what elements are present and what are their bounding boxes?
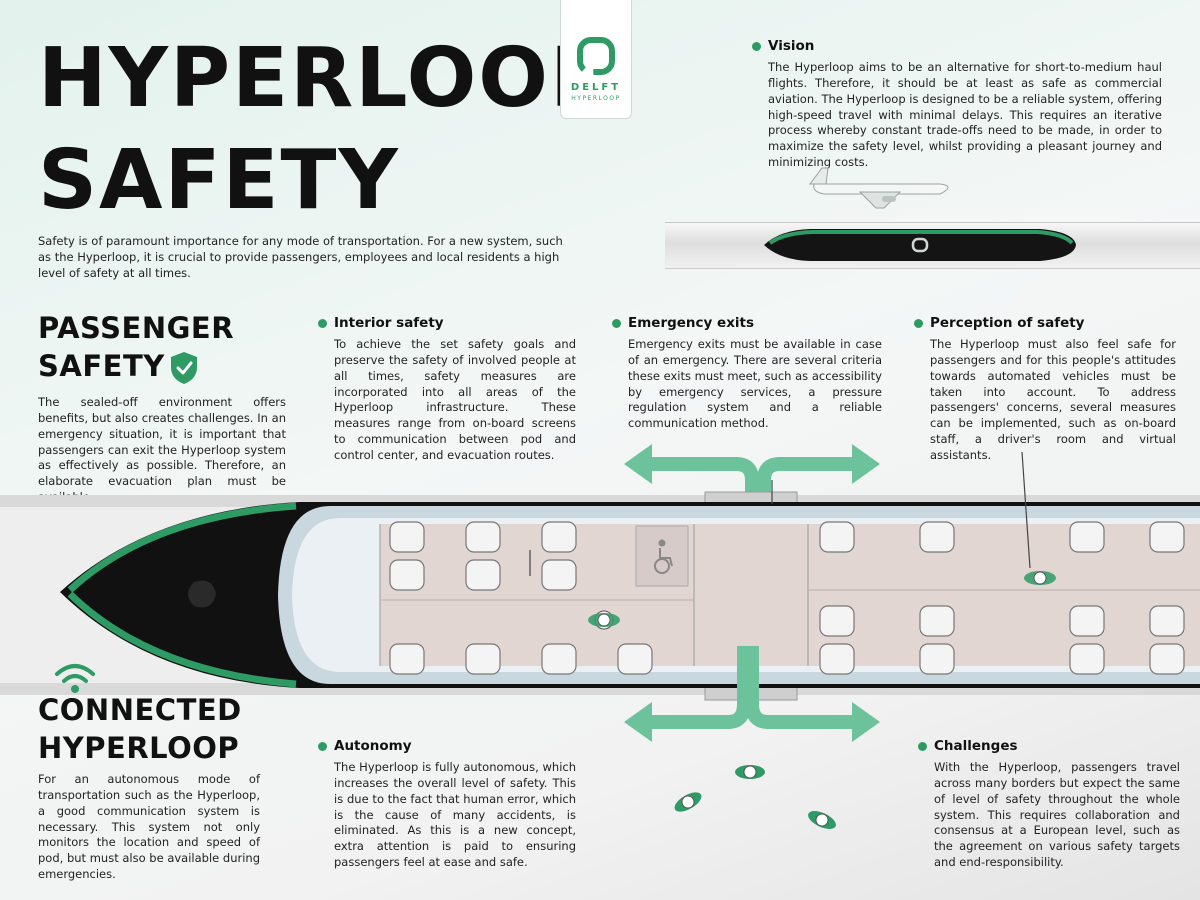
emergency-section: Emergency exits Emergency exits must be …	[612, 315, 882, 432]
passenger-icon	[674, 792, 702, 812]
bullet-icon	[914, 318, 923, 328]
passenger-text: The sealed-off environment offers benefi…	[38, 395, 286, 504]
connected-title-line-1: CONNECTED	[38, 693, 242, 727]
bullet-icon	[918, 741, 927, 751]
vision-heading: Vision	[768, 38, 815, 54]
bullet-icon	[612, 318, 621, 328]
title-line-1: HYPERLOOP	[38, 31, 613, 126]
passenger-title-line-2: SAFETY	[38, 349, 165, 383]
perception-heading: Perception of safety	[930, 315, 1085, 331]
autonomy-section: Autonomy The Hyperloop is fully autonomo…	[318, 738, 576, 871]
wifi-icon	[55, 664, 95, 693]
challenges-text: With the Hyperloop, passengers travel ac…	[934, 760, 1180, 870]
bullet-icon	[318, 741, 327, 751]
connected-title-line-2: HYPERLOOP	[38, 731, 240, 765]
connected-text: For an autonomous mode of transportation…	[38, 772, 260, 882]
perception-section: Perception of safety The Hyperloop must …	[914, 315, 1176, 464]
passenger-icon	[735, 765, 765, 779]
autonomy-heading: Autonomy	[334, 738, 412, 754]
hyperloop-pod-icon	[764, 229, 1076, 261]
passenger-icon	[588, 610, 620, 630]
interior-text: To achieve the set safety goals and pres…	[334, 337, 576, 463]
emergency-heading: Emergency exits	[628, 315, 755, 331]
seat-icon	[389, 521, 1185, 675]
interior-section: Interior safety To achieve the set safet…	[318, 315, 576, 464]
interior-heading: Interior safety	[334, 315, 444, 331]
shield-check-icon	[171, 352, 197, 384]
logo-line-1: DELFT	[570, 82, 622, 93]
logo-mark-icon	[577, 37, 615, 75]
wheelchair-icon	[654, 539, 673, 574]
airplane-icon	[809, 167, 949, 209]
challenges-section: Challenges With the Hyperloop, passenger…	[918, 738, 1180, 871]
bullet-icon	[318, 318, 327, 328]
emergency-text: Emergency exits must be available in cas…	[628, 337, 882, 431]
delft-hyperloop-logo: DELFT HYPERLOOP	[560, 0, 632, 119]
exit-arrow-icon	[650, 457, 860, 500]
passenger-title-line-1: PASSENGER	[38, 311, 235, 345]
passenger-icon	[808, 811, 836, 829]
vision-section: Vision The Hyperloop aims to be an alter…	[752, 38, 1162, 171]
logo-line-2: HYPERLOOP	[571, 95, 621, 102]
bullet-icon	[752, 41, 761, 51]
autonomy-text: The Hyperloop is fully autonomous, which…	[334, 760, 576, 870]
vision-text: The Hyperloop aims to be an alternative …	[768, 60, 1162, 170]
perception-text: The Hyperloop must also feel safe for pa…	[930, 337, 1176, 463]
passenger-icon	[1024, 571, 1056, 585]
evacuated-passengers	[674, 765, 836, 829]
intro-text: Safety is of paramount importance for an…	[38, 234, 563, 280]
title-line-2: SAFETY	[38, 133, 400, 228]
pod-cutaway-illustration	[0, 444, 1200, 742]
challenges-heading: Challenges	[934, 738, 1018, 754]
